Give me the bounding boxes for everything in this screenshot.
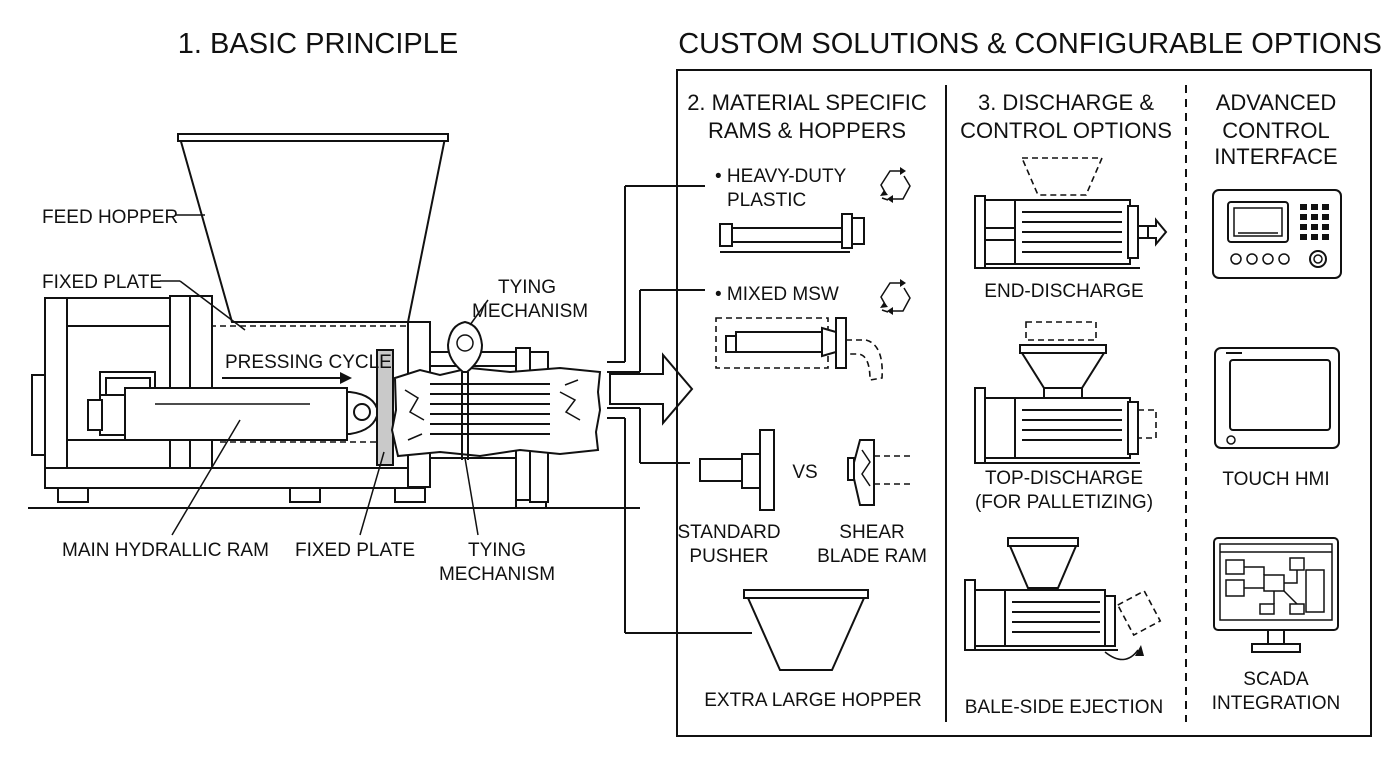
feed-hopper — [178, 137, 447, 323]
label-tying-top-2: MECHANISM — [472, 301, 588, 322]
section2-heading-1: 2. MATERIAL SPECIFIC — [687, 90, 927, 115]
label-scada: SCADA — [1243, 669, 1309, 690]
compressed-bale — [390, 366, 602, 458]
label-pusher: PUSHER — [689, 546, 768, 567]
label-tying-top-1: TYING — [498, 277, 556, 298]
end-discharge-drawing — [974, 157, 1168, 269]
basic-principle-title: 1. BASIC PRINCIPLE — [178, 28, 458, 60]
label-standard: STANDARD — [677, 522, 780, 543]
section4-heading-1: ADVANCED — [1216, 90, 1337, 115]
main-hydraulic-ram — [124, 387, 348, 441]
label-touch-hmi: TOUCH HMI — [1222, 469, 1329, 490]
shear-blade-ram-drawing — [847, 439, 910, 506]
mixed-msw-ram-drawing — [715, 317, 883, 381]
touch-hmi-icon — [1214, 347, 1340, 449]
label-plastic: PLASTIC — [727, 190, 806, 211]
connector-lines — [607, 185, 752, 634]
label-for-palletizing: (FOR PALLETIZING) — [975, 492, 1153, 513]
label-heavy-duty: • HEAVY-DUTY — [715, 166, 847, 187]
standard-pusher-drawing — [699, 429, 775, 511]
heavy-duty-ram-drawing — [719, 213, 865, 253]
flow-arrow-icon — [609, 352, 694, 426]
label-top-discharge: TOP-DISCHARGE — [985, 468, 1143, 489]
control-panel-icon — [1212, 189, 1342, 279]
label-mixed-msw: • MIXED MSW — [715, 284, 839, 305]
extra-large-hopper-drawing — [743, 589, 869, 671]
top-discharge-drawing — [974, 321, 1157, 464]
label-main-ram: MAIN HYDRALLIC RAM — [62, 540, 269, 561]
tying-mechanism-knotter — [446, 320, 484, 373]
label-fixed-plate-top: FIXED PLATE — [42, 272, 162, 293]
section4-heading-3: INTERFACE — [1214, 144, 1337, 169]
label-bale-side-ejection: BALE-SIDE EJECTION — [965, 697, 1164, 718]
fixed-plate-grey — [376, 349, 394, 466]
label-shear: SHEAR — [839, 522, 904, 543]
bale-side-ejection-drawing — [964, 537, 1162, 661]
baler-machine-drawing — [28, 133, 640, 536]
label-tying-bottom-2: MECHANISM — [439, 564, 555, 585]
label-tying-bottom-1: TYING — [468, 540, 526, 561]
section3-heading-2: CONTROL OPTIONS — [960, 118, 1172, 143]
label-fixed-plate-bottom: FIXED PLATE — [295, 540, 415, 561]
options-panel-frame — [676, 69, 1372, 737]
recycle-icon — [880, 279, 911, 315]
label-blade-ram: BLADE RAM — [817, 546, 927, 567]
label-vs: VS — [792, 462, 817, 483]
label-feed-hopper: FEED HOPPER — [42, 207, 178, 228]
custom-solutions-title: CUSTOM SOLUTIONS & CONFIGURABLE OPTIONS — [678, 28, 1382, 60]
label-integration: INTEGRATION — [1212, 693, 1340, 714]
label-extra-large-hopper: EXTRA LARGE HOPPER — [704, 690, 922, 711]
scada-monitor-icon — [1213, 537, 1339, 653]
label-pressing-cycle: PRESSING CYCLE — [225, 352, 392, 373]
recycle-icon — [880, 167, 911, 203]
section2-heading-2: RAMS & HOPPERS — [708, 118, 906, 143]
section4-heading-2: CONTROL — [1222, 118, 1330, 143]
fixed-plate-rear — [189, 295, 213, 469]
section3-heading-1: 3. DISCHARGE & — [978, 90, 1154, 115]
label-end-discharge: END-DISCHARGE — [984, 281, 1143, 302]
